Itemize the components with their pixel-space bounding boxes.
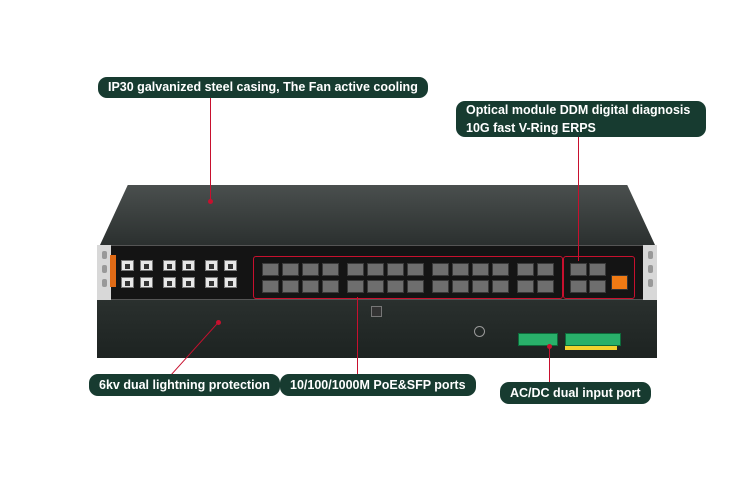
sfp-port [302, 263, 319, 276]
mount-screw-icon [371, 306, 382, 317]
leader-ports [357, 297, 358, 374]
rj45-port [140, 260, 153, 271]
sfp-port [432, 280, 449, 293]
sfp-port [322, 280, 339, 293]
rj45-port [205, 277, 218, 288]
sfp-port [432, 263, 449, 276]
sfp-port [262, 280, 279, 293]
switch-top-casing [100, 185, 655, 245]
sfp-port [282, 280, 299, 293]
optical-10g-highlight [563, 256, 635, 299]
rj45-port [163, 277, 176, 288]
sfp-port [407, 263, 424, 276]
leader-optical [578, 137, 579, 261]
rj45-port [182, 277, 195, 288]
sfp-port [367, 263, 384, 276]
sfp-10g-port [589, 280, 606, 293]
rj45-port [182, 260, 195, 271]
sfp-port [387, 280, 404, 293]
leader-dot-lightning [216, 320, 221, 325]
callout-lightning: 6kv dual lightning protection [89, 374, 280, 396]
sfp-10g-port [570, 263, 587, 276]
power-label-strip [565, 346, 617, 350]
sfp-port [537, 280, 554, 293]
sfp-port [472, 263, 489, 276]
callout-casing: IP30 galvanized steel casing, The Fan ac… [98, 77, 428, 98]
power-terminal-dc [565, 333, 621, 346]
sfp-port [407, 280, 424, 293]
sfp-port [302, 280, 319, 293]
sfp-port [347, 280, 364, 293]
rj45-port [224, 260, 237, 271]
sfp-port [492, 280, 509, 293]
port-section-highlight [253, 256, 563, 299]
sfp-port [492, 263, 509, 276]
rj45-port [163, 260, 176, 271]
callout-optical-line1: Optical module DDM digital diagnosis [466, 103, 691, 117]
sfp-port [367, 280, 384, 293]
leader-power [549, 346, 550, 382]
sfp-port [262, 263, 279, 276]
sfp-port [282, 263, 299, 276]
callout-optical: Optical module DDM digital diagnosis 10G… [456, 101, 706, 137]
ground-screw-icon [474, 326, 485, 337]
leader-casing [210, 97, 211, 201]
sfp-port [537, 263, 554, 276]
rj45-port [121, 260, 134, 271]
callout-optical-line2: 10G fast V-Ring ERPS [466, 121, 596, 135]
callout-power: AC/DC dual input port [500, 382, 651, 404]
sfp-10g-port [589, 263, 606, 276]
leader-dot-casing [208, 199, 213, 204]
power-terminal-ac [518, 333, 558, 346]
brand-strip [110, 255, 116, 287]
sfp-port [452, 280, 469, 293]
sfp-port [452, 263, 469, 276]
sfp-port [517, 280, 534, 293]
console-port [611, 275, 628, 290]
sfp-port [472, 280, 489, 293]
rj45-port [205, 260, 218, 271]
leader-dot-power [547, 344, 552, 349]
sfp-10g-port [570, 280, 587, 293]
callout-ports: 10/100/1000M PoE&SFP ports [280, 374, 476, 396]
sfp-port [322, 263, 339, 276]
rack-ear-right [643, 245, 657, 300]
rj45-port [224, 277, 237, 288]
sfp-port [387, 263, 404, 276]
sfp-port [347, 263, 364, 276]
rack-ear-left [97, 245, 111, 300]
sfp-port [517, 263, 534, 276]
rj45-port [121, 277, 134, 288]
rj45-port [140, 277, 153, 288]
